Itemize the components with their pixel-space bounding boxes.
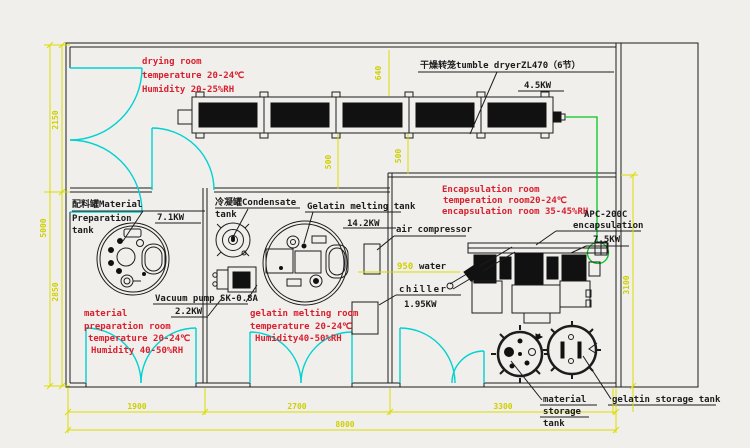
dim-width-encap: 3300 — [493, 402, 512, 411]
gelatin-storage-tank — [543, 321, 601, 379]
material-prep-tank-label-1: 配料罐Material — [72, 198, 142, 210]
drying-room-label-2: temperature 20-24℃ — [142, 70, 244, 81]
chiller-label: chiller — [399, 284, 447, 295]
material-prep-room-label-3: temperature 20-24℃ — [88, 333, 190, 344]
door-material-prep-room — [85, 327, 197, 384]
gelatin-melting-room-label-1: gelatin melting room — [250, 308, 359, 319]
chiller-power: 1.95KW — [404, 300, 437, 310]
gelatin-melting-tank — [262, 220, 349, 306]
vacuum-pump — [212, 266, 257, 293]
material-storage-tank-label-2: storage — [543, 407, 582, 417]
material-prep-room-label-4: Humidity 40-50%RH — [91, 345, 183, 356]
tumble-dryer-label: 干燥转笼tumble dryerZL470（6节） — [420, 59, 581, 71]
tank-inlet-arrow — [588, 342, 598, 355]
dim-height-lower: 2850 — [51, 282, 60, 301]
material-prep-tank-label-2: Preparation — [72, 213, 132, 224]
gelatin-melting-tank-label: Gelatin melting tank — [307, 201, 416, 212]
encapsulation-machine-power: 7.5KW — [593, 235, 621, 245]
encapsulation-room-label-1: Encapsulation room — [442, 184, 540, 195]
dim-width-total: 8000 — [335, 420, 354, 429]
vacuum-pump-power: 2.2KW — [175, 307, 203, 317]
encapsulation-machine-model: APC-200C — [584, 210, 627, 220]
dim-height-encap: 3100 — [622, 275, 631, 294]
material-storage-tank — [491, 325, 549, 383]
drying-room-label-3: Humidity 20-25%RH — [142, 84, 234, 95]
material-prep-tank-power: 7.1KW — [157, 213, 185, 223]
dim-gap-500-left: 500 — [324, 155, 333, 170]
door-drying-room-left — [69, 67, 143, 213]
encapsulation-room-label-3: encapsulation room 35-45%RH — [442, 206, 588, 217]
tumble-dryer-power: 4.5KW — [524, 81, 552, 91]
condensate-tank-label-2: tank — [215, 210, 237, 220]
gelatin-storage-tank-label: gelatin storage tank — [612, 394, 721, 405]
dim-width-prep: 1900 — [127, 402, 146, 411]
door-drying-interior — [151, 127, 215, 191]
material-prep-room-label-2: preparation room — [84, 321, 171, 332]
leader-lines — [72, 71, 716, 418]
dimension-labels: 2150 5000 2850 3100 640 500 500 1900 270… — [39, 66, 631, 429]
material-prep-room-label-1: material — [84, 308, 127, 319]
tumble-dryer — [177, 91, 566, 139]
encapsulation-machine — [446, 241, 609, 324]
door-encapsulation-room — [399, 327, 485, 384]
dim-width-melting: 2700 — [287, 402, 306, 411]
material-storage-tank-label-1: material — [543, 394, 586, 405]
condensate-tank-label-1: 冷凝罐Condensate — [215, 196, 297, 208]
material-preparation-tank — [96, 222, 170, 296]
door-gelatin-melting-room — [249, 331, 353, 384]
dimension-lines — [44, 41, 638, 434]
gelatin-melting-tank-power: 14.2KW — [347, 219, 380, 229]
water-pipe-value: 950 — [397, 262, 413, 272]
material-storage-tank-label-3: tank — [543, 419, 565, 429]
equipment-labels: 干燥转笼tumble dryerZL470（6节） 4.5KW 配料罐Mater… — [72, 59, 721, 429]
drying-room-label-1: drying room — [142, 56, 202, 67]
gelatin-melting-room-label-3: Humidity40-50%RH — [255, 333, 342, 344]
air-compressor-label: air compressor — [396, 224, 472, 235]
vacuum-pump-label: Vacuum pump SK-0.8A — [155, 294, 259, 304]
room-labels: drying room temperature 20-24℃ Humidity … — [84, 56, 588, 356]
encapsulation-machine-name: encapsulation — [573, 220, 643, 231]
condensate-tank — [215, 222, 251, 258]
encapsulation-room-label-2: temperation room20-24℃ — [443, 195, 567, 206]
dryer-left-connector — [177, 109, 192, 125]
machine-arm — [449, 246, 513, 285]
dim-height-total: 5000 — [39, 218, 48, 237]
chiller — [351, 301, 379, 335]
dim-dryer-640: 640 — [374, 66, 383, 81]
dryer-right-connector — [552, 111, 562, 123]
material-prep-tank-label-3: tank — [72, 226, 94, 236]
air-compressor — [363, 243, 381, 275]
dim-height-drying: 2150 — [51, 110, 60, 129]
water-pipe-label: water — [419, 262, 447, 272]
dim-gap-500-right: 500 — [394, 149, 403, 164]
gelatin-melting-room-label-2: temperature 20-24℃ — [250, 321, 352, 332]
